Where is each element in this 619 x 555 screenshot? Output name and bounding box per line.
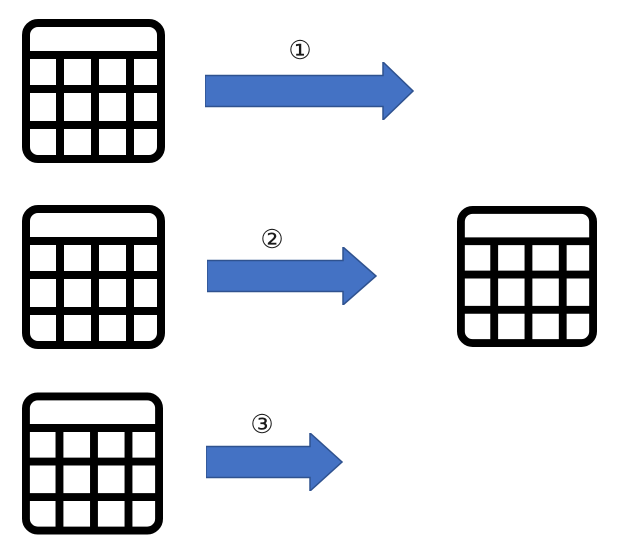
- table-icon-row3-source: [22, 392, 163, 535]
- arrow-shape: [205, 62, 414, 120]
- table-icon-row2-result: [457, 205, 597, 348]
- step-label-1: ①: [288, 36, 312, 66]
- table-grid-icon: [461, 210, 593, 343]
- table-grid-icon: [26, 396, 159, 530]
- table-grid-icon: [26, 23, 161, 159]
- arrow-shape: [206, 433, 343, 491]
- arrow-shape: [207, 247, 377, 305]
- arrow-right-icon-2: [207, 247, 377, 305]
- arrow-right-icon-3: [206, 433, 343, 491]
- arrow-right-icon-1: [205, 62, 414, 120]
- table-icon-row2-source: [22, 205, 165, 349]
- table-grid-icon: [26, 209, 161, 345]
- step-label-3: ③: [250, 410, 274, 440]
- step-label-2: ②: [260, 225, 284, 255]
- table-icon-row1-source: [22, 19, 165, 163]
